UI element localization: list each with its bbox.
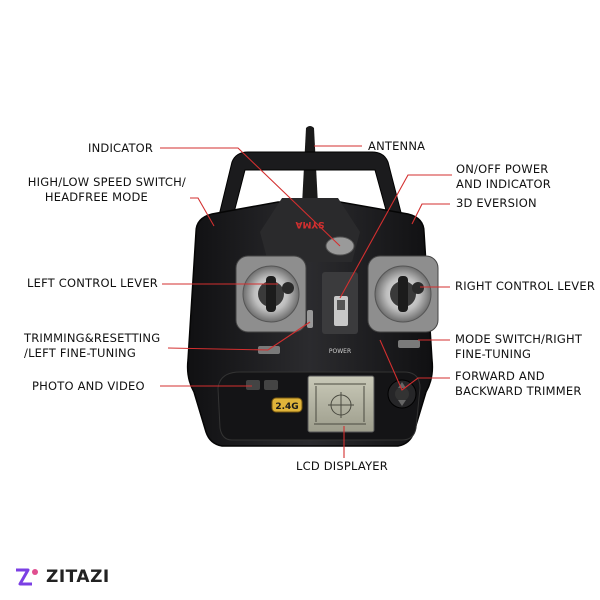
label-lcd: LCD DISPLAYER bbox=[296, 459, 388, 473]
label-mode-switch-2: FINE-TUNING bbox=[455, 347, 532, 361]
indicator-leader bbox=[160, 147, 341, 247]
band-label: 2.4G bbox=[275, 402, 298, 412]
forward-backward-trimmer[interactable] bbox=[387, 379, 417, 409]
on-off-leader bbox=[339, 174, 452, 299]
band-badge: 2.4G bbox=[271, 397, 303, 413]
label-right-lever: RIGHT CONTROL LEVER bbox=[455, 279, 596, 293]
label-left-trim-2: /LEFT FINE-TUNING bbox=[24, 346, 136, 360]
left-trim-switch[interactable] bbox=[258, 346, 280, 354]
eversion-leader bbox=[411, 203, 450, 225]
left-control-lever[interactable] bbox=[235, 255, 307, 333]
label-speed-switch-1: HIGH/LOW SPEED SWITCH/ bbox=[27, 175, 186, 189]
label-mode-switch-1: MODE SWITCH/RIGHT bbox=[455, 332, 583, 346]
syma-logo: SYMA bbox=[296, 219, 325, 229]
left-trim-leader bbox=[167, 321, 311, 351]
brand-logo-icon bbox=[16, 568, 38, 586]
right-control-lever[interactable] bbox=[367, 255, 439, 333]
label-on-off-2: AND INDICATOR bbox=[456, 177, 551, 191]
power-switch[interactable] bbox=[322, 272, 358, 334]
fb-trimmer-leader bbox=[379, 339, 450, 391]
label-photo-video: PHOTO AND VIDEO bbox=[32, 379, 145, 393]
brand-name: ZITAZI bbox=[46, 567, 110, 587]
photo-video-buttons[interactable] bbox=[246, 380, 278, 390]
power-label: POWER bbox=[329, 348, 351, 355]
label-indicator: INDICATOR bbox=[88, 141, 154, 155]
label-left-trim-1: TRIMMING&RESETTING bbox=[24, 331, 161, 345]
label-on-off-1: ON/OFF POWER bbox=[456, 162, 549, 176]
label-fb-trimmer-2: BACKWARD TRIMMER bbox=[455, 384, 582, 398]
right-trim-switch[interactable] bbox=[398, 340, 420, 348]
label-antenna: ANTENNA bbox=[368, 139, 426, 153]
label-left-lever: LEFT CONTROL LEVER bbox=[27, 276, 158, 290]
left-side-trim[interactable] bbox=[307, 310, 313, 328]
leader-lines bbox=[160, 145, 452, 458]
lcd-segments bbox=[314, 383, 366, 425]
label-3d-eversion: 3D EVERSION bbox=[456, 196, 537, 210]
label-fb-trimmer-1: FORWARD AND bbox=[455, 369, 545, 383]
label-speed-switch-2: HEADFREE MODE bbox=[44, 190, 148, 204]
brand-watermark: ZITAZI bbox=[14, 566, 110, 588]
speed-switch-leader bbox=[190, 197, 215, 227]
